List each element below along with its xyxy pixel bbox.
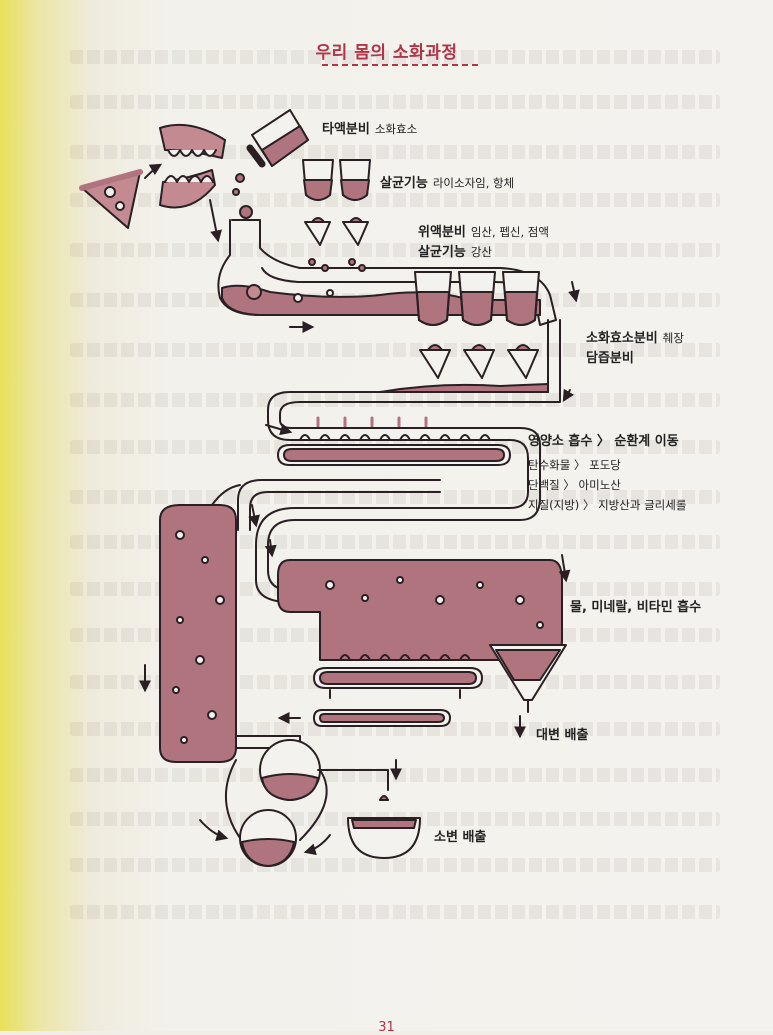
duodenum-pipe xyxy=(267,319,561,441)
large-intestine-horizontal xyxy=(277,559,563,661)
label-carb: 탄수화물 〉 포도당 xyxy=(528,458,621,472)
lysozyme-funnels xyxy=(302,159,371,272)
label-feces: 대변 배출 xyxy=(536,728,589,743)
lower-absorption-bar xyxy=(313,667,483,727)
label-fat: 지질(지방) 〉 지방산과 글리세롤 xyxy=(528,498,687,512)
gastric-funnels xyxy=(414,271,540,379)
teeth-icon xyxy=(159,123,226,209)
page-title: 우리 몸의 소화과정 xyxy=(315,43,458,63)
small-intestine-bar xyxy=(277,416,511,466)
title-underline xyxy=(322,64,478,66)
circulation-column xyxy=(159,484,301,763)
urine-bowl xyxy=(347,795,421,859)
feces-funnel xyxy=(489,644,567,713)
stomach-flask xyxy=(217,205,557,326)
label-bile: 담즙분비 xyxy=(586,351,634,366)
kidney-bladder xyxy=(225,739,389,867)
winding-intestines xyxy=(237,427,541,603)
label-nutrient: 영양소 흡수 〉 순환계 이동 xyxy=(528,434,679,449)
label-urine: 소변 배출 xyxy=(434,830,487,845)
label-protein: 단백질 〉 아미노산 xyxy=(528,478,621,492)
page-number: 31 xyxy=(378,1020,395,1035)
label-water: 물, 미네랄, 비타민 흡수 xyxy=(570,600,702,615)
pizza-icon xyxy=(79,169,143,229)
saliva-bottle-icon xyxy=(232,109,309,196)
